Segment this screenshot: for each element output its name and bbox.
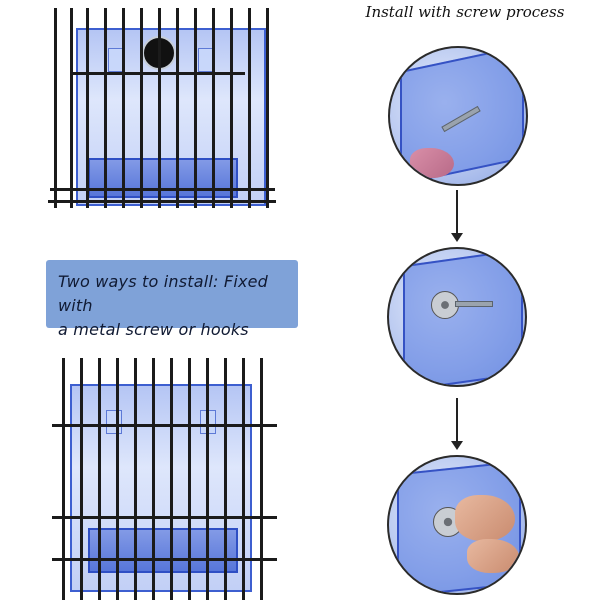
down-arrow-icon [451, 190, 463, 242]
cage-bar-vertical [230, 8, 233, 208]
cage-bar-vertical [116, 358, 119, 600]
cage-bar-vertical [122, 8, 125, 208]
cage-bar-horizontal [52, 424, 277, 427]
cage-bar-vertical [80, 358, 83, 600]
cage-bar-horizontal [50, 188, 275, 191]
feeder-tray [88, 158, 238, 198]
finger-icon [410, 148, 454, 178]
caption-line-1: Two ways to install: Fixed with [58, 272, 269, 315]
step-3-circle [387, 455, 527, 595]
thumb-icon [467, 539, 519, 573]
cage-bar-vertical [134, 358, 137, 600]
cage-bar-vertical [104, 8, 107, 208]
cage-bar-vertical [62, 358, 65, 600]
cage-bar-horizontal [52, 516, 277, 519]
cage-bar-vertical [194, 8, 197, 208]
cage-bar-vertical [170, 358, 173, 600]
cage-bar-vertical [188, 358, 191, 600]
feeder-tray [88, 528, 238, 573]
cage-feeder-screw-illustration [48, 8, 288, 220]
cage-bar-horizontal [70, 72, 245, 75]
cage-bar-horizontal [52, 558, 277, 561]
cage-bar-vertical [54, 8, 57, 208]
cage-bar-vertical [206, 358, 209, 600]
hook-clip [106, 410, 122, 434]
screw-icon [455, 301, 493, 307]
feeder-corner-panel [403, 249, 523, 385]
step-1-circle [388, 46, 528, 186]
cage-bar-vertical [266, 8, 269, 208]
cage-bar-horizontal [48, 200, 276, 203]
caption-line-2: a metal screw or hooks [58, 320, 249, 339]
cage-bar-vertical [176, 8, 179, 208]
finger-icon [455, 495, 515, 541]
step-2-circle [387, 247, 527, 387]
cage-feeder-hooks-illustration [48, 358, 288, 600]
process-title: Install with screw process [365, 3, 565, 21]
cage-bar-vertical [224, 358, 227, 600]
cage-bar-vertical [70, 8, 73, 208]
cage-bar-vertical [242, 358, 245, 600]
cage-bar-vertical [212, 8, 215, 208]
cage-bar-vertical [158, 8, 161, 208]
cage-bar-vertical [248, 8, 251, 208]
cage-bar-vertical [260, 358, 263, 600]
install-caption-box: Two ways to install: Fixed with a metal … [46, 260, 298, 339]
cage-bar-vertical [152, 358, 155, 600]
down-arrow-icon [451, 398, 463, 450]
cage-bar-vertical [86, 8, 89, 208]
cage-bar-vertical [140, 8, 143, 208]
washer-icon [431, 291, 459, 319]
cage-bar-vertical [98, 358, 101, 600]
